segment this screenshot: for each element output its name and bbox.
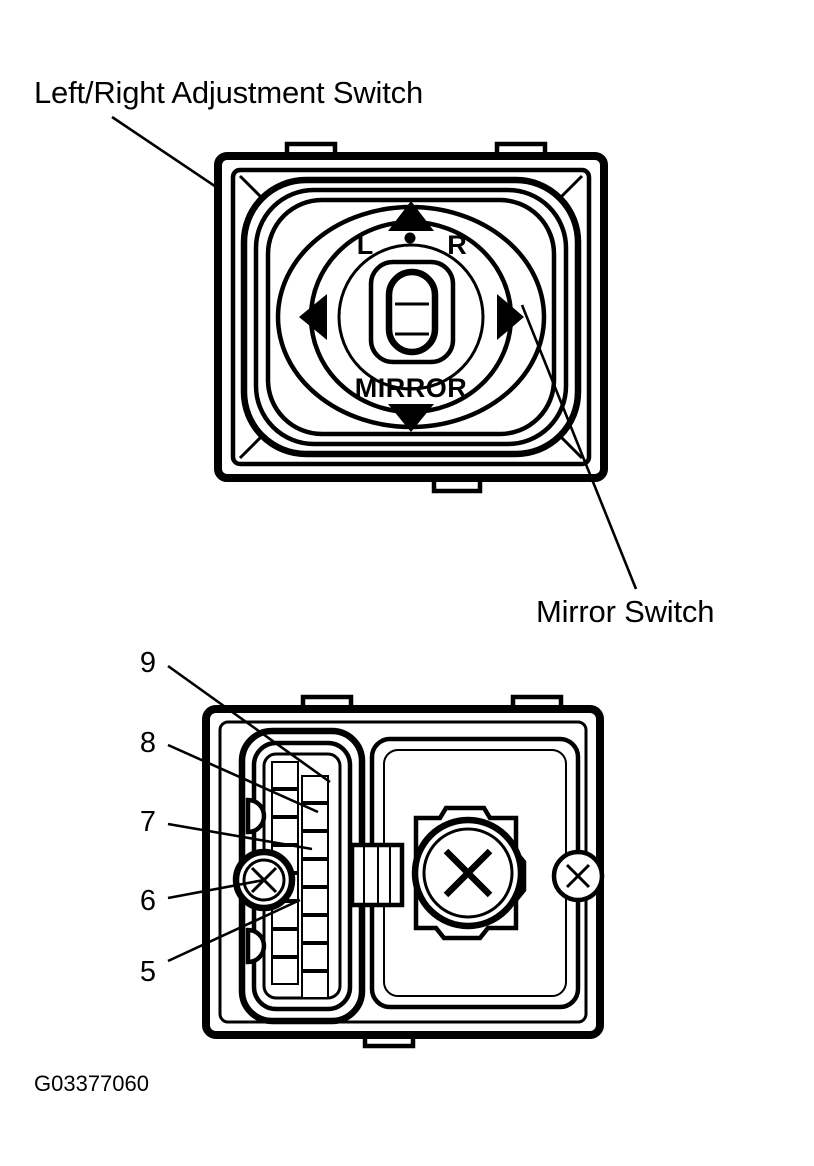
leader-line-9: [167, 664, 331, 784]
center-screw-cross-stroke-b: [443, 848, 493, 898]
connector-terminal-column-right: [301, 775, 329, 999]
terminal-pin: [301, 887, 329, 915]
callout-number-8: 8: [140, 727, 156, 759]
right-screw-cross-stroke-b: [565, 863, 591, 889]
callout-number-7: 7: [140, 806, 156, 838]
arrow-up-icon[interactable]: [388, 201, 434, 231]
callout-label-left-right-adjustment-switch: Left/Right Adjustment Switch: [34, 75, 423, 110]
arrow-down-icon[interactable]: [388, 404, 434, 432]
mirror-switch-rear-view: [202, 694, 605, 1049]
rear-view-callouts: 9 8 7 6 5: [140, 647, 331, 988]
connector-retention-lug-lower: [245, 927, 267, 965]
terminal-pin: [271, 817, 299, 845]
callout-number-6: 6: [140, 885, 156, 917]
leader-line-5: [167, 898, 301, 963]
lr-toggle-knob[interactable]: [385, 268, 439, 356]
mirror-switch-front-view: L R MIRROR: [214, 141, 608, 494]
figure-code: G03377060: [34, 1071, 149, 1096]
terminal-pin: [301, 971, 329, 999]
leader-line-7: [167, 822, 313, 851]
leader-line-6: [167, 878, 265, 900]
terminal-pin: [301, 775, 329, 803]
terminal-pin: [301, 803, 329, 831]
switch-label-right: R: [447, 230, 469, 260]
callout-number-5: 5: [140, 956, 156, 988]
terminal-pin: [301, 915, 329, 943]
connector-retention-lug-upper: [245, 797, 267, 835]
callout-number-9: 9: [140, 647, 156, 679]
arrow-left-icon[interactable]: [299, 294, 327, 340]
terminal-pin: [271, 929, 299, 957]
terminal-pin: [301, 831, 329, 859]
terminal-pin: [301, 943, 329, 971]
switch-label-mirror: MIRROR: [355, 373, 468, 403]
leader-line-8: [167, 743, 319, 814]
terminal-pin: [271, 761, 299, 789]
callout-label-mirror-switch: Mirror Switch: [536, 594, 714, 629]
arrow-right-icon[interactable]: [497, 294, 524, 340]
terminal-pin: [271, 957, 299, 985]
switch-label-left: L: [357, 230, 376, 260]
switch-center-dot-icon: [404, 232, 416, 244]
leader-line-mirror-switch: [520, 304, 638, 590]
terminal-pin: [301, 859, 329, 887]
